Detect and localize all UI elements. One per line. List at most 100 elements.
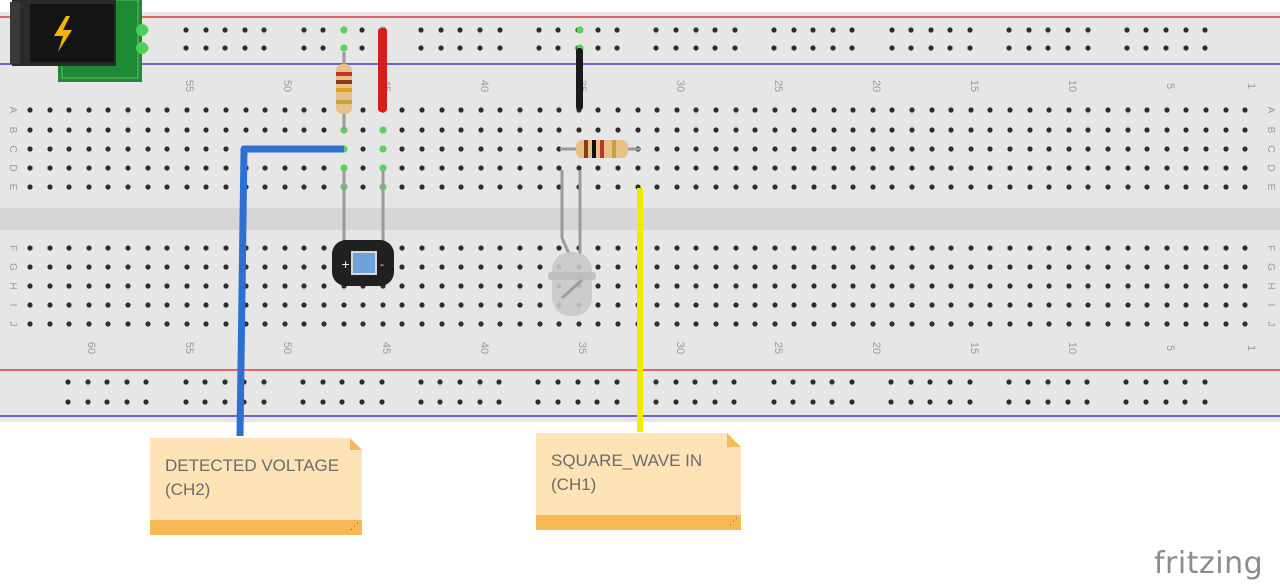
- breadboard-hole: [1183, 321, 1189, 327]
- breadboard-hole: [282, 321, 288, 327]
- breadboard-hole: [987, 107, 993, 113]
- breadboard-hole: [47, 127, 53, 133]
- breadboard-hole: [1025, 379, 1031, 385]
- breadboard-hole: [850, 321, 856, 327]
- breadboard-hole: [1007, 127, 1013, 133]
- breadboard-hole: [320, 27, 326, 33]
- breadboard-hole: [47, 107, 53, 113]
- breadboard-hole: [635, 107, 641, 113]
- breadboard-hole: [987, 321, 993, 327]
- breadboard-hole: [243, 107, 249, 113]
- breadboard-hole: [184, 107, 190, 113]
- breadboard-hole: [1125, 302, 1131, 308]
- breadboard-hole: [1164, 321, 1170, 327]
- breadboard-hole: [1223, 321, 1229, 327]
- breadboard-hole: [184, 165, 190, 171]
- breadboard-hole: [222, 45, 228, 51]
- breadboard-hole: [164, 107, 170, 113]
- breadboard-hole: [1203, 184, 1209, 190]
- breadboard-hole: [771, 27, 777, 33]
- breadboard-hole: [733, 107, 739, 113]
- breadboard-hole: [831, 302, 837, 308]
- breadboard-hole: [831, 165, 837, 171]
- breadboard-hole: [419, 146, 425, 152]
- breadboard-hole: [791, 302, 797, 308]
- breadboard-hole: [262, 302, 268, 308]
- breadboard-hole: [1125, 127, 1131, 133]
- breadboard-hole: [928, 45, 934, 51]
- breadboard-hole: [674, 283, 680, 289]
- breadboard-hole: [810, 379, 816, 385]
- breadboard-hole: [537, 165, 543, 171]
- breadboard-hole: [418, 45, 424, 51]
- breadboard-hole: [731, 379, 737, 385]
- breadboard-hole: [1144, 146, 1150, 152]
- breadboard-hole: [497, 27, 503, 33]
- breadboard-hole: [948, 165, 954, 171]
- breadboard-hole: [614, 399, 620, 405]
- breadboard-hole: [66, 184, 72, 190]
- breadboard-hole: [909, 146, 915, 152]
- breadboard-hole: [458, 302, 464, 308]
- breadboard-hole: [889, 45, 895, 51]
- breadboard-hole: [86, 245, 92, 251]
- column-label: 30: [674, 80, 686, 92]
- breadboard-hole: [615, 165, 621, 171]
- breadboard-hole: [810, 27, 816, 33]
- breadboard-hole: [535, 379, 541, 385]
- breadboard-hole: [497, 45, 503, 51]
- breadboard-hole: [595, 264, 601, 270]
- breadboard-hole: [791, 245, 797, 251]
- breadboard-hole: [66, 146, 72, 152]
- breadboard-hole: [693, 184, 699, 190]
- row-label: C: [7, 145, 18, 152]
- breadboard-hole: [262, 245, 268, 251]
- breadboard-hole: [654, 264, 660, 270]
- breadboard-hole: [595, 45, 601, 51]
- breadboard-hole: [829, 399, 835, 405]
- breadboard-hole: [635, 127, 641, 133]
- breadboard-hole: [1242, 245, 1248, 251]
- breadboard-hole: [673, 45, 679, 51]
- breadboard-hole: [399, 245, 405, 251]
- breadboard-hole: [184, 184, 190, 190]
- breadboard-hole: [1085, 146, 1091, 152]
- breadboard-hole: [439, 107, 445, 113]
- breadboard-hole: [752, 283, 758, 289]
- breadboard-hole: [713, 283, 719, 289]
- row-label: I: [7, 304, 18, 307]
- breadboard-hole: [1202, 27, 1208, 33]
- breadboard-hole: [713, 184, 719, 190]
- breadboard-hole: [831, 127, 837, 133]
- breadboard-hole: [1203, 107, 1209, 113]
- breadboard-hole: [1027, 283, 1033, 289]
- breadboard-hole: [360, 146, 366, 152]
- breadboard-hole: [1026, 45, 1032, 51]
- breadboard-hole: [27, 302, 33, 308]
- breadboard-hole: [86, 146, 92, 152]
- breadboard-hole: [66, 127, 72, 133]
- breadboard-hole: [1046, 245, 1052, 251]
- breadboard-hole: [360, 321, 366, 327]
- breadboard-hole: [242, 45, 248, 51]
- breadboard-hole: [1203, 146, 1209, 152]
- breadboard-hole: [1085, 127, 1091, 133]
- breadboard-hole: [105, 321, 111, 327]
- breadboard-hole: [261, 27, 267, 33]
- blue-wire: [236, 145, 344, 437]
- breadboard-hole: [1242, 302, 1248, 308]
- breadboard-hole: [1144, 302, 1150, 308]
- breadboard-hole: [968, 302, 974, 308]
- breadboard-hole: [870, 245, 876, 251]
- column-label: 20: [870, 80, 882, 92]
- breadboard-hole: [282, 264, 288, 270]
- breadboard-hole: [125, 264, 131, 270]
- breadboard-hole: [1125, 184, 1131, 190]
- breadboard-hole: [438, 27, 444, 33]
- breadboard-hole: [811, 107, 817, 113]
- breadboard-hole: [889, 127, 895, 133]
- breadboard-hole: [1046, 264, 1052, 270]
- breadboard-hole: [301, 302, 307, 308]
- breadboard-hole: [300, 379, 306, 385]
- column-label: 50: [281, 80, 293, 92]
